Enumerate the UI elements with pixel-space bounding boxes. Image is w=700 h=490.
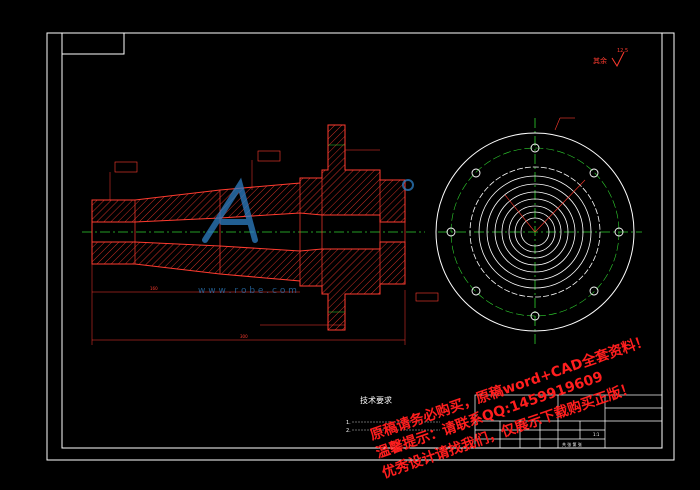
technical-requirements-title: 技术要求 xyxy=(360,395,392,405)
flange-end-view xyxy=(435,117,642,346)
title-block xyxy=(474,394,663,449)
roughness-label: 其余 xyxy=(593,56,607,65)
shaft-section-view: 160 300 xyxy=(82,124,439,345)
requirement-1: 1. xyxy=(346,420,351,426)
requirement-2: 2. xyxy=(346,428,351,434)
inner-frame xyxy=(61,32,663,449)
watermark-logo xyxy=(202,177,414,243)
watermark-site: w w w . r o b e . c o m xyxy=(198,286,297,296)
roughness-value: 12.5 xyxy=(617,48,628,54)
corner-box xyxy=(61,32,125,55)
scale-value: 1:1 xyxy=(593,432,600,437)
roughness-symbol-icon xyxy=(611,51,625,68)
sheet-count: 共 张 第 张 xyxy=(562,441,582,447)
svg-text:300: 300 xyxy=(240,334,248,339)
svg-text:160: 160 xyxy=(150,286,158,291)
